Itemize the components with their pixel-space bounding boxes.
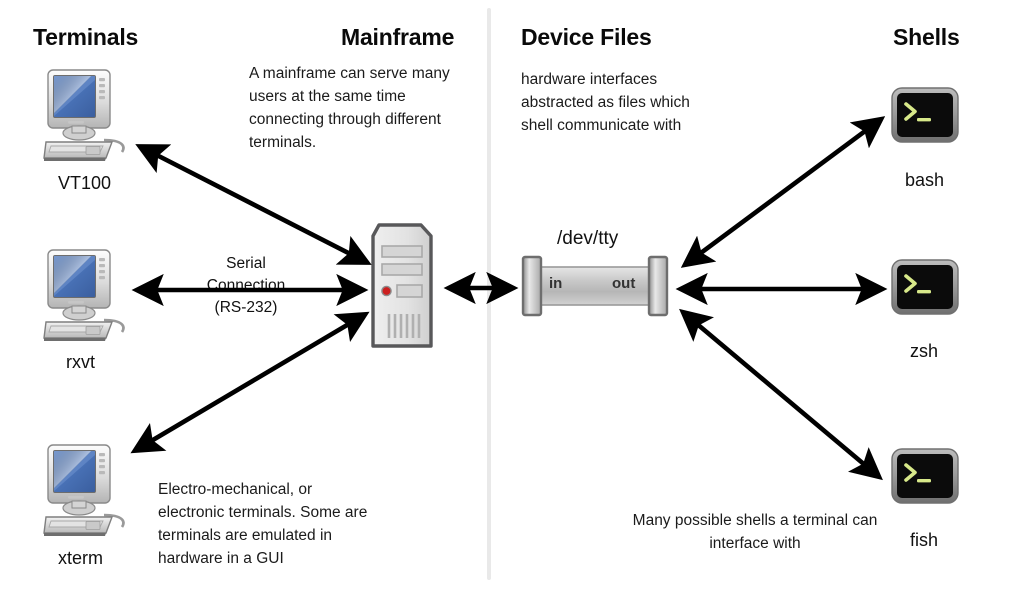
arrow-vt100-mainframe [135, 144, 372, 265]
heading-device-files: Device Files [521, 24, 652, 50]
mainframe-node[interactable] [367, 222, 439, 352]
caption-zsh: zsh [910, 341, 939, 361]
caption-fish: fish [910, 530, 939, 550]
caption-xterm: xterm [58, 548, 103, 568]
shell-node-bash[interactable] [890, 86, 962, 146]
heading-terminals: Terminals [33, 24, 139, 50]
terminal-prompt-icon [891, 259, 959, 315]
caption-vt100: VT100 [58, 173, 112, 193]
device-node-dev-tty[interactable]: in out [519, 255, 671, 321]
shell-node-zsh[interactable] [890, 258, 962, 318]
computer-terminal-icon [43, 69, 125, 161]
caption-bash: bash [905, 170, 945, 190]
caption-rxvt: rxvt [66, 352, 95, 372]
computer-terminal-icon [43, 249, 125, 341]
port-out-label: out [612, 275, 636, 292]
server-tower-icon [371, 223, 433, 348]
note-terminals: Electro-mechanical, or electronic termin… [158, 481, 368, 567]
heading-shells: Shells [893, 24, 960, 50]
terminal-prompt-icon [891, 87, 959, 143]
device-label-dev-tty: /dev/tty [557, 228, 619, 249]
shell-node-fish[interactable] [890, 447, 962, 507]
note-shells: Many possible shells a terminal can inte… [632, 512, 878, 552]
terminal-node-vt100[interactable] [42, 68, 134, 164]
terminal-prompt-icon [891, 448, 959, 504]
column-divider [487, 8, 491, 580]
arrow-devtty-fish [679, 308, 883, 481]
note-mainframe: A mainframe can serve many users at the … [249, 65, 450, 151]
pipe-device-icon [521, 255, 669, 317]
terminal-node-xterm[interactable] [42, 443, 134, 539]
serial-connection-label: Serial Connection (RS-232) [206, 255, 286, 316]
computer-terminal-icon [43, 444, 125, 536]
arrow-xterm-mainframe [130, 311, 370, 454]
port-in-label: in [549, 275, 563, 292]
heading-mainframe: Mainframe [341, 24, 455, 50]
note-device-files: hardware interfaces abstracted as files … [521, 71, 690, 134]
arrow-devtty-bash [680, 116, 886, 268]
terminal-node-rxvt[interactable] [42, 248, 134, 344]
